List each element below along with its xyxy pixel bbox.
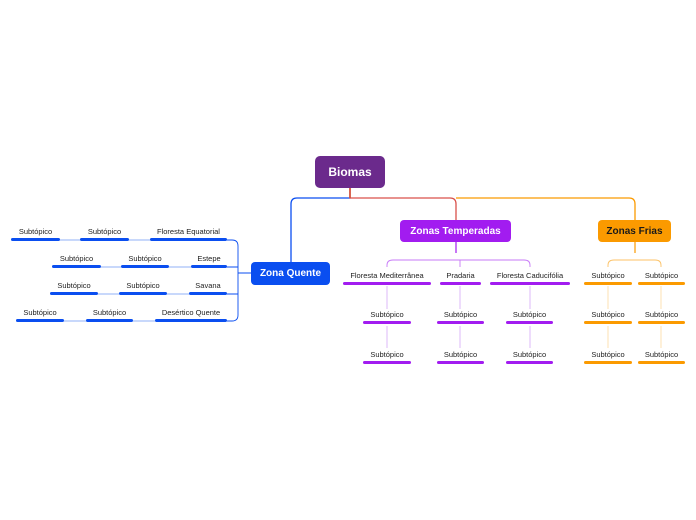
subtopic-underline <box>121 265 169 268</box>
subtopic-node[interactable]: Subtópico <box>591 350 625 359</box>
topic-pradaria[interactable]: Pradaria <box>446 271 475 280</box>
branch-node-zonas-temperadas[interactable]: Zonas Temperadas <box>400 220 511 242</box>
subtopic-underline <box>638 361 685 364</box>
topic-desertico-quente[interactable]: Desértico Quente <box>161 308 221 317</box>
subtopic-node[interactable]: Subtópico <box>591 310 625 319</box>
topic-floresta-mediterranea[interactable]: Floresta Mediterrânea <box>350 271 424 280</box>
branch-node-zona-quente[interactable]: Zona Quente <box>251 262 330 285</box>
subtopic-node[interactable]: Subtópico <box>370 310 404 319</box>
subtopic-underline <box>363 321 411 324</box>
subtopic-underline <box>638 321 685 324</box>
subtopic-underline <box>437 361 484 364</box>
subtopic-node[interactable]: Subtópico <box>443 310 478 319</box>
subtopic-node[interactable]: Subtópico <box>443 350 478 359</box>
topic-underline <box>189 292 227 295</box>
branch-node-zonas-frias[interactable]: Zonas Frias <box>598 220 671 242</box>
subtopic-underline <box>52 265 101 268</box>
subtopic-node[interactable]: Subtópico <box>128 254 162 263</box>
topic-underline <box>440 282 481 285</box>
root-node-biomas[interactable]: Biomas <box>315 156 385 188</box>
subtopic-node[interactable]: Subtópico <box>18 227 53 236</box>
subtopic-underline <box>506 321 553 324</box>
subtopic-node[interactable]: Subtópico <box>512 310 547 319</box>
topic-underline <box>490 282 570 285</box>
subtopic-node[interactable]: Subtópico <box>644 350 679 359</box>
subtopic-underline <box>11 238 60 241</box>
subtopic-node[interactable]: Subtópico <box>512 350 547 359</box>
subtopic-underline <box>584 321 632 324</box>
subtopic-underline <box>437 321 484 324</box>
subtopic-underline <box>86 319 133 322</box>
topic-underline <box>150 238 227 241</box>
subtopic-underline <box>506 361 553 364</box>
subtopic-underline <box>119 292 167 295</box>
subtopic-underline <box>50 292 98 295</box>
subtopic-underline <box>584 282 632 285</box>
subtopic-node[interactable]: Subtópico <box>126 281 160 290</box>
topic-estepe[interactable]: Estepe <box>197 254 221 263</box>
subtopic-underline <box>638 282 685 285</box>
topic-floresta-equatorial[interactable]: Floresta Equatorial <box>157 227 220 236</box>
subtopic-underline <box>363 361 411 364</box>
subtopic-node[interactable]: Subtópico <box>23 308 57 317</box>
subtopic-node[interactable]: Subtópico <box>370 350 404 359</box>
subtopic-node[interactable]: Subtópico <box>57 281 91 290</box>
subtopic-node[interactable]: Subtópico <box>59 254 94 263</box>
subtopic-node[interactable]: Subtópico <box>644 310 679 319</box>
subtopic-node[interactable]: Subtópico <box>591 271 625 280</box>
subtopic-underline <box>16 319 64 322</box>
topic-savana[interactable]: Savana <box>195 281 221 290</box>
subtopic-underline <box>584 361 632 364</box>
subtopic-node[interactable]: Subtópico <box>644 271 679 280</box>
subtopic-underline <box>80 238 129 241</box>
subtopic-node[interactable]: Subtópico <box>87 227 122 236</box>
topic-underline <box>155 319 227 322</box>
topic-underline <box>191 265 227 268</box>
subtopic-node[interactable]: Subtópico <box>92 308 127 317</box>
topic-underline <box>343 282 431 285</box>
topic-floresta-caducifolia[interactable]: Floresta Caducifólia <box>496 271 564 280</box>
